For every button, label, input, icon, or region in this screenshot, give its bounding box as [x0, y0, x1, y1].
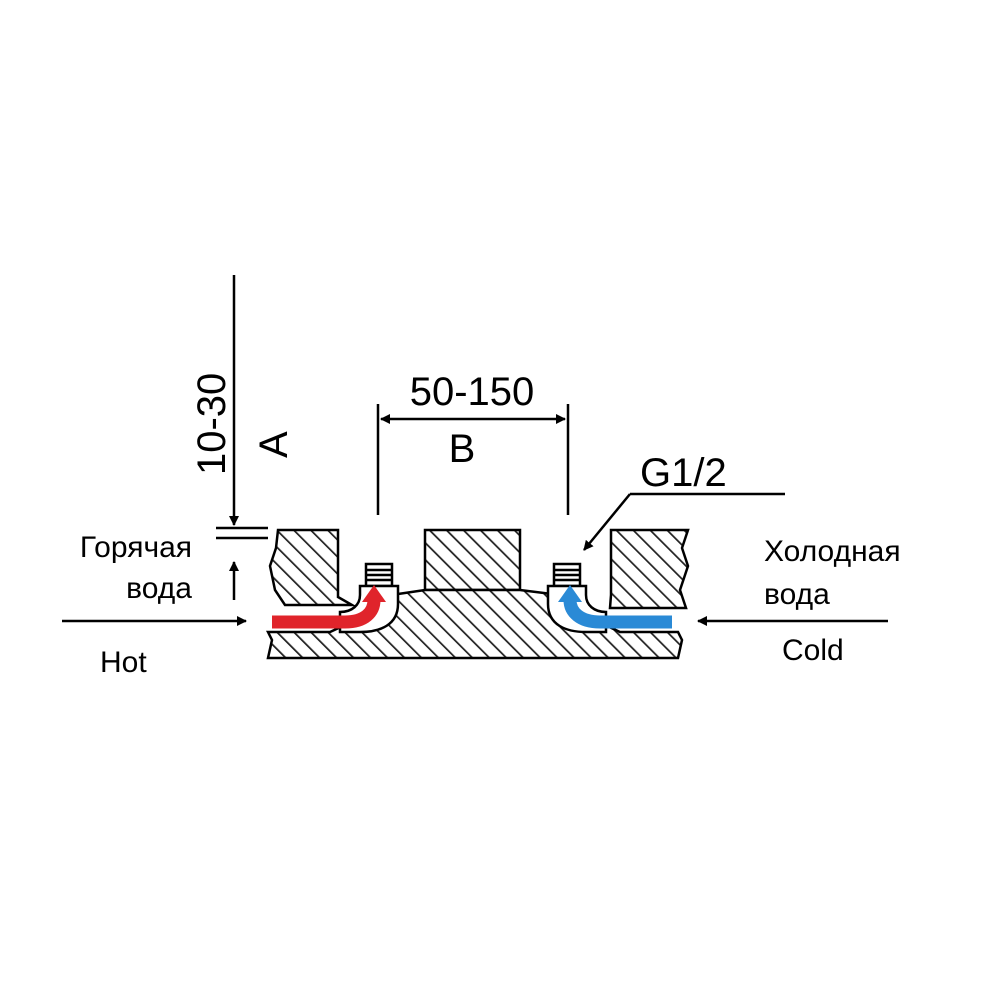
cold-flow-path	[563, 599, 672, 629]
wall-left-upper	[268, 528, 357, 607]
thread-label: G1/2	[640, 451, 727, 495]
thread-callout	[583, 492, 785, 551]
cold-label-ru-2: вода	[764, 578, 830, 611]
hot-flow	[272, 585, 386, 629]
wall-center-block	[423, 528, 522, 592]
cold-flow	[558, 585, 672, 629]
wall-sections	[265, 528, 690, 660]
dim-b-value: 50-150	[410, 370, 535, 414]
hot-label-ru-1: Горячая	[80, 531, 192, 564]
wall-right-upper	[608, 528, 690, 610]
cold-label-en: Cold	[782, 634, 844, 667]
hot-flow-arrowhead	[362, 585, 386, 602]
dim-a-value: 10-30	[190, 373, 234, 475]
dim-b-letter: B	[449, 427, 476, 471]
dim-a-letter: A	[252, 431, 296, 458]
dimension-b	[376, 404, 570, 515]
hot-flow-path	[272, 599, 381, 629]
hot-label-ru-2: вода	[126, 572, 192, 605]
cold-label-ru-1: Холодная	[764, 535, 901, 568]
hot-label-en: Hot	[100, 646, 147, 679]
cold-flow-arrowhead	[558, 585, 582, 602]
dimension-a	[216, 275, 268, 600]
